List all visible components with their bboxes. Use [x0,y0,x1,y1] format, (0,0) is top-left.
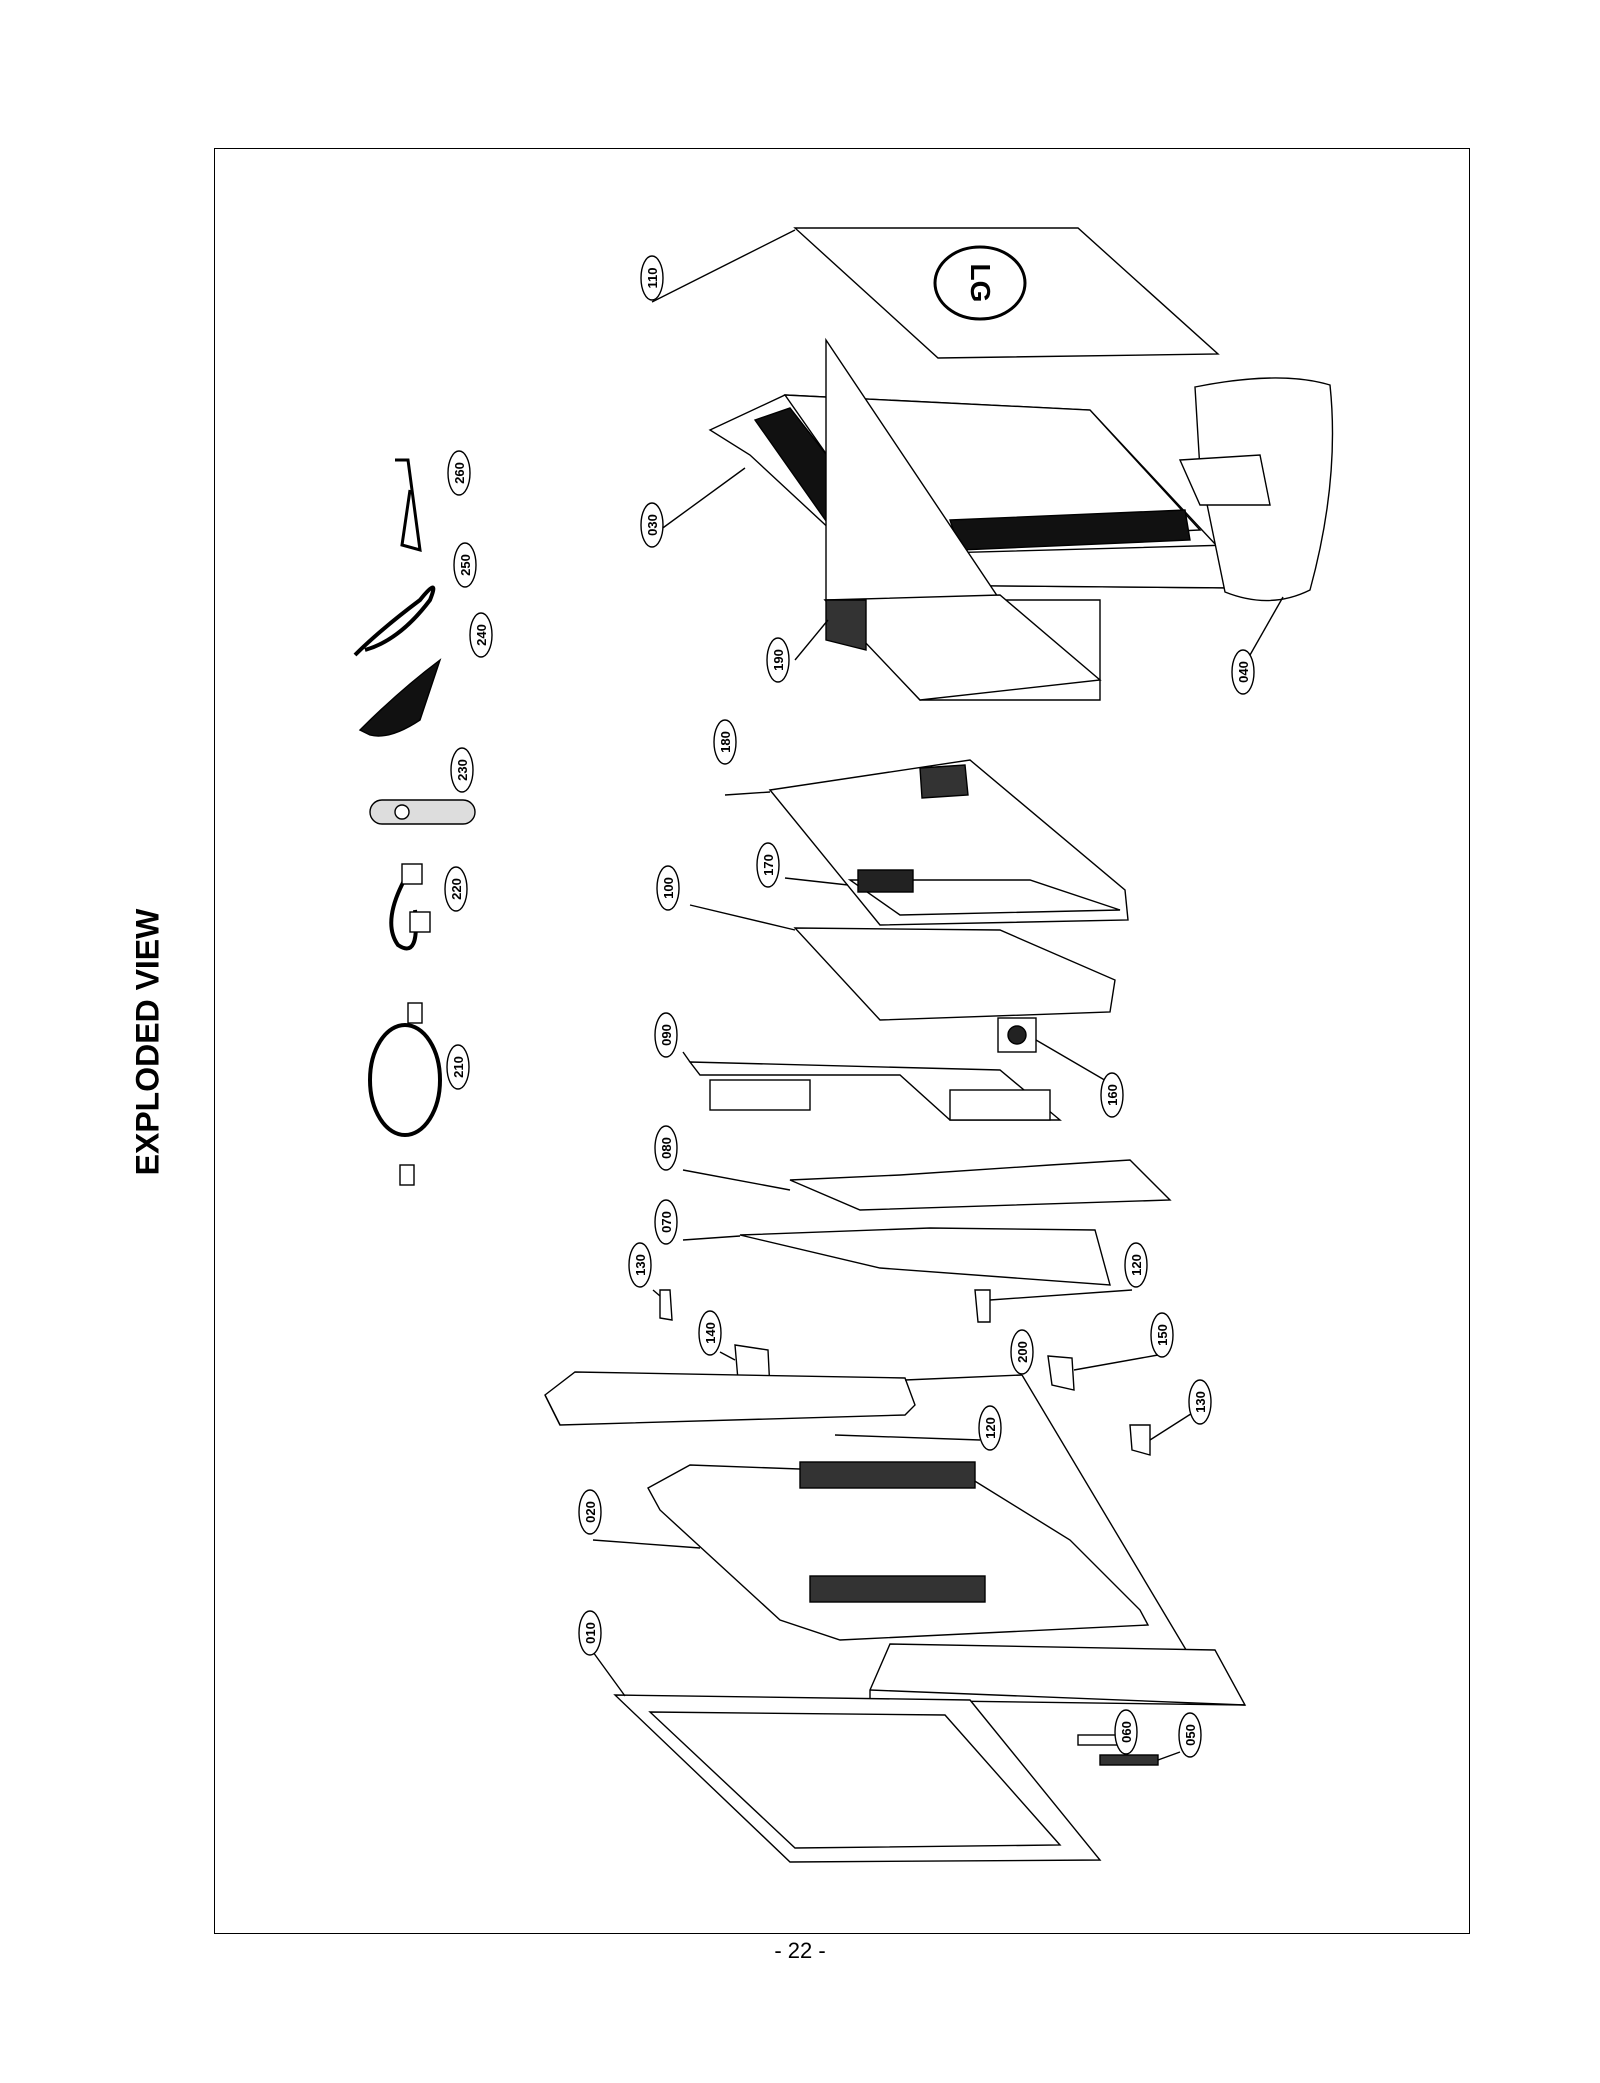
part-label-text: 240 [474,624,489,646]
part-label-text: 120 [983,1417,998,1439]
part-label-text: 110 [645,268,660,289]
part-label-text: 040 [1236,661,1251,683]
part-label-text: 090 [659,1024,674,1046]
part-label-text: 250 [458,554,473,576]
rear-cover-110: LG [651,227,1220,359]
part-label-200: 200 [1010,1329,1034,1375]
part-label-text: 130 [633,1254,648,1276]
bracket-120-lower [834,1434,981,1441]
part-label-text: 230 [455,759,470,781]
bracket-120-upper [974,1289,1133,1323]
part-label-090: 090 [654,1012,678,1058]
part-labels: 110 030 040 190 180 170 100 160 090 080 070 120 130 1… [444,255,1255,1758]
part-label-110: 110 [640,255,664,301]
bracket-130-upper [652,1289,673,1321]
shield-box-190 [794,337,1102,701]
part-label-130a: 130 [628,1242,652,1288]
part-label-230: 230 [450,747,474,793]
part-label-080: 080 [654,1125,678,1171]
front-bezel-010 [592,1651,1102,1863]
signal-cable-220 [389,863,431,951]
part-label-050: 050 [1178,1712,1202,1758]
part-label-text: 180 [718,731,733,753]
part-label-text: 200 [1015,1341,1030,1363]
bracket-080 [682,1159,1172,1211]
part-label-170: 170 [756,842,780,888]
part-label-text: 170 [761,854,776,876]
bracket-150 [1047,1354,1159,1391]
part-label-text: 140 [703,1322,718,1344]
speaker-lower-200 [869,1643,1247,1706]
part-label-text: 130 [1193,1391,1208,1413]
small-module-160 [997,1017,1109,1083]
bracket-130-lower [1129,1409,1198,1456]
drawing-frame [214,148,1470,1934]
part-label-260: 260 [447,450,471,496]
part-label-120a: 120 [1124,1242,1148,1288]
cable-260 [395,458,422,553]
part-label-text: 050 [1183,1724,1198,1746]
part-label-text: 160 [1105,1084,1120,1106]
part-label-120b: 120 [978,1405,1002,1451]
main-bracket-100 [689,904,1116,1021]
part-label-010: 010 [578,1610,602,1656]
sub-board-170 [784,869,1121,916]
part-label-text: 030 [645,514,660,536]
part-label-070: 070 [654,1199,678,1245]
part-060 [1077,1734,1119,1746]
remote-control-230 [369,799,476,825]
part-label-text: 010 [583,1622,598,1644]
part-label-220: 220 [444,866,468,912]
part-label-240: 240 [469,612,493,658]
part-label-text: 220 [449,878,464,900]
part-label-text: 100 [661,877,676,899]
part-label-060: 060 [1114,1709,1138,1755]
power-cord-210 [368,1002,442,1186]
part-label-text: 260 [452,462,467,484]
part-label-text: 070 [659,1211,674,1233]
speaker-upper-200 [544,1371,1211,1691]
part-label-text: 150 [1155,1324,1170,1346]
part-label-020: 020 [578,1489,602,1535]
part-label-030: 030 [640,502,664,548]
part-label-210: 210 [446,1044,470,1090]
part-label-text: 020 [583,1501,598,1523]
part-label-130b: 130 [1188,1379,1212,1425]
part-label-100: 100 [656,865,680,911]
part-label-text: 190 [771,649,786,671]
av-cable-240 [358,658,442,737]
part-label-text: 120 [1129,1254,1144,1276]
brand-logo: LG [965,264,996,303]
part-label-160: 160 [1100,1072,1124,1118]
stand-040 [1178,377,1334,656]
page-number: - 22 - [774,1938,826,1963]
part-label-150: 150 [1150,1312,1174,1358]
part-label-190: 190 [766,637,790,683]
insulation-sheet-070 [682,1227,1111,1286]
part-label-text: 060 [1119,1721,1134,1743]
part-label-140: 140 [698,1310,722,1356]
part-label-180: 180 [713,719,737,765]
part-050 [1099,1751,1181,1766]
part-label-text: 210 [451,1056,466,1078]
part-label-250: 250 [453,542,477,588]
bracket-assembly-090 [682,1051,1062,1121]
cable-250 [353,585,436,657]
part-label-040: 040 [1231,649,1255,695]
chassis-020 [592,1461,1150,1641]
part-label-text: 080 [659,1137,674,1159]
